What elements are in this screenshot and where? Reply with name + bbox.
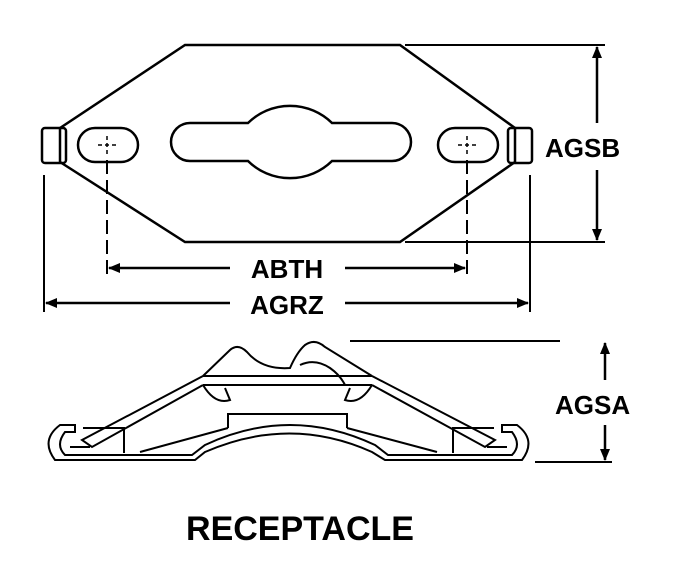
side-view: [47, 341, 530, 461]
keyhole-slot: [169, 104, 413, 180]
abth-label: ABTH: [251, 254, 323, 284]
right-tab: [506, 126, 534, 165]
top-view: [40, 43, 605, 312]
agsa-label: AGSA: [555, 390, 630, 420]
agrz-label: AGRZ: [250, 290, 324, 320]
diagram-title: RECEPTACLE: [186, 510, 414, 548]
agsb-label: AGSB: [545, 133, 620, 163]
plate-outline: [58, 43, 517, 244]
left-tab: [40, 126, 68, 165]
